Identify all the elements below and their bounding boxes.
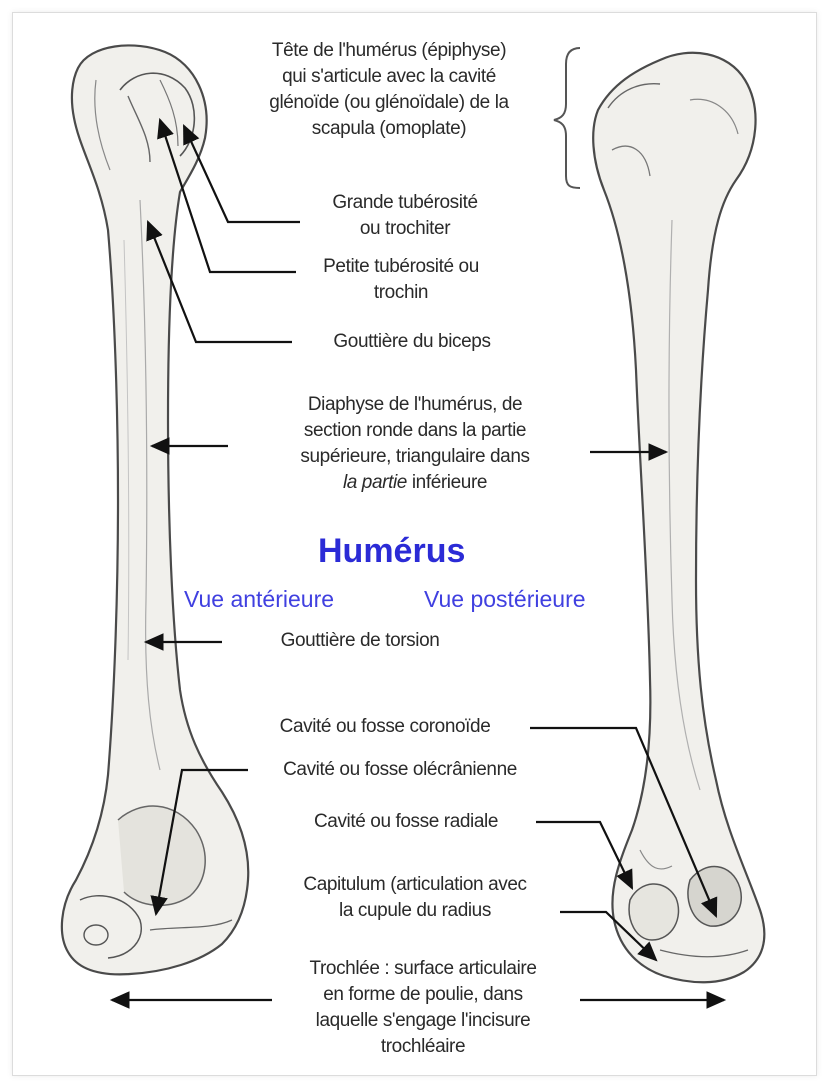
anterior-humerus-bone [62, 45, 248, 974]
label-head-line: qui s'articule avec la cavité [228, 64, 550, 90]
label-bicipital-groove: Gouttière du biceps [292, 329, 532, 355]
label-line: section ronde dans la partie [250, 418, 580, 444]
label-line: laquelle s'engage l'incisure [268, 1008, 578, 1034]
label-line: la partie inférieure [250, 470, 580, 496]
label-head-line: Tête de l'humérus (épiphyse) [228, 38, 550, 64]
label-coronoid-fossa: Cavité ou fosse coronoïde [240, 714, 530, 740]
label-trochlea: Trochlée : surface articulaire en forme … [268, 956, 578, 1060]
posterior-humerus-bone [593, 53, 764, 983]
label-head-line: scapula (omoplate) [228, 116, 550, 142]
label-line: trochin [296, 280, 506, 306]
label-capitulum: Capitulum (articulation avec la cupule d… [260, 872, 570, 924]
label-fragment: la partie [343, 472, 407, 493]
label-line: Grande tubérosité [300, 190, 510, 216]
label-olecranon-fossa: Cavité ou fosse olécrânienne [250, 757, 550, 783]
label-torsion-groove: Gouttière de torsion [232, 628, 488, 654]
label-line: en forme de poulie, dans [268, 982, 578, 1008]
label-line: Diaphyse de l'humérus, de [250, 392, 580, 418]
label-fragment: inférieure [412, 472, 487, 493]
label-line: la cupule du radius [260, 898, 570, 924]
page-title: Humérus [318, 532, 465, 571]
label-line: Capitulum (articulation avec [260, 872, 570, 898]
label-greater-tuberosity: Grande tubérosité ou trochiter [300, 190, 510, 242]
label-line: trochléaire [268, 1034, 578, 1060]
label-lesser-tuberosity: Petite tubérosité ou trochin [296, 254, 506, 306]
view-posterior-label: Vue postérieure [424, 586, 586, 613]
label-radial-fossa: Cavité ou fosse radiale [276, 809, 536, 835]
view-anterior-label: Vue antérieure [184, 586, 334, 613]
label-line: Trochlée : surface articulaire [268, 956, 578, 982]
head-brace [554, 48, 580, 188]
label-head-line: glénoïde (ou glénoïdale) de la [228, 90, 550, 116]
label-line: Petite tubérosité ou [296, 254, 506, 280]
label-line: supérieure, triangulaire dans [250, 444, 580, 470]
label-line: ou trochiter [300, 216, 510, 242]
label-head: Tête de l'humérus (épiphyse) qui s'artic… [228, 38, 550, 142]
label-diaphysis: Diaphyse de l'humérus, de section ronde … [250, 392, 580, 496]
